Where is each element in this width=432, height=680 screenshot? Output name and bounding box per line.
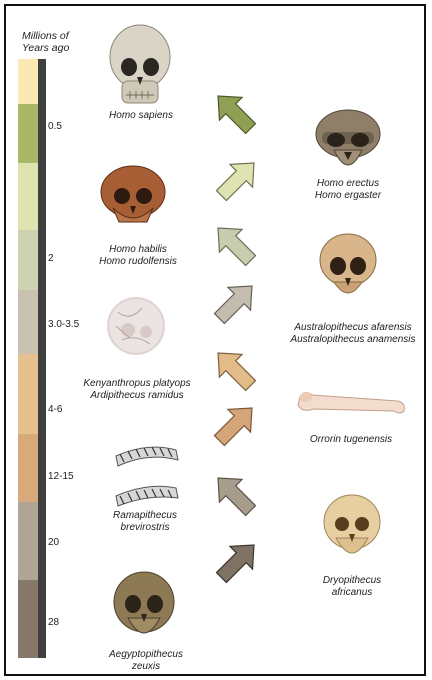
caption-homo-erectus: Homo erectus Homo ergaster	[298, 178, 398, 202]
homo-erectus-skull-icon	[316, 110, 380, 165]
caption-line: Homo erectus	[298, 178, 398, 190]
caption-line: Australopithecus afarensis	[280, 322, 426, 334]
arrow-icon	[210, 152, 265, 207]
homo-habilis-skull-icon	[101, 166, 165, 222]
caption-line: Homo sapiens	[95, 110, 187, 122]
aegyptopithecus-skull-icon	[114, 572, 174, 633]
arrow-icon	[207, 217, 262, 272]
caption-ramapithecus: Ramapithecus brevirostris	[100, 510, 190, 534]
kenyanthropus-skull-icon	[108, 298, 164, 354]
caption-line: Australopithecus anamensis	[280, 334, 426, 346]
caption-homo-habilis: Homo habilis Homo rudolfensis	[88, 244, 188, 268]
arrow-icon	[207, 467, 262, 522]
arrow-icon	[207, 85, 262, 140]
australopithecus-skull-icon	[320, 234, 376, 293]
caption-line: africanus	[304, 587, 400, 599]
caption-line: Ramapithecus	[100, 510, 190, 522]
caption-line: brevirostris	[100, 522, 190, 534]
homo-sapiens-skull-icon	[110, 25, 170, 103]
caption-line: Orrorin tugenensis	[296, 434, 406, 446]
caption-line: Kenyanthropus platyops	[74, 378, 200, 390]
caption-line: zeuxis	[98, 661, 194, 673]
caption-homo-sapiens: Homo sapiens	[95, 110, 187, 122]
orrorin-femur-icon	[298, 392, 404, 413]
caption-kenyanthropus: Kenyanthropus platyops Ardipithecus rami…	[74, 378, 200, 402]
caption-orrorin: Orrorin tugenensis	[296, 434, 406, 446]
arrow-icon	[207, 342, 262, 397]
caption-line: Homo habilis	[88, 244, 188, 256]
arrow-icon	[208, 275, 263, 330]
arrow-icon	[210, 534, 265, 589]
caption-line: Homo ergaster	[298, 190, 398, 202]
caption-line: Homo rudolfensis	[88, 256, 188, 268]
caption-aegyptopithecus: Aegyptopithecus zeuxis	[98, 649, 194, 673]
ramapithecus-jaw-icon	[116, 447, 178, 506]
caption-line: Dryopithecus	[304, 575, 400, 587]
caption-line: Ardipithecus ramidus	[74, 390, 200, 402]
dryopithecus-skull-icon	[324, 495, 380, 553]
caption-dryopithecus: Dryopithecus africanus	[304, 575, 400, 599]
caption-line: Aegyptopithecus	[98, 649, 194, 661]
arrow-icon	[208, 397, 263, 452]
caption-australopithecus: Australopithecus afarensis Australopithe…	[280, 322, 426, 346]
